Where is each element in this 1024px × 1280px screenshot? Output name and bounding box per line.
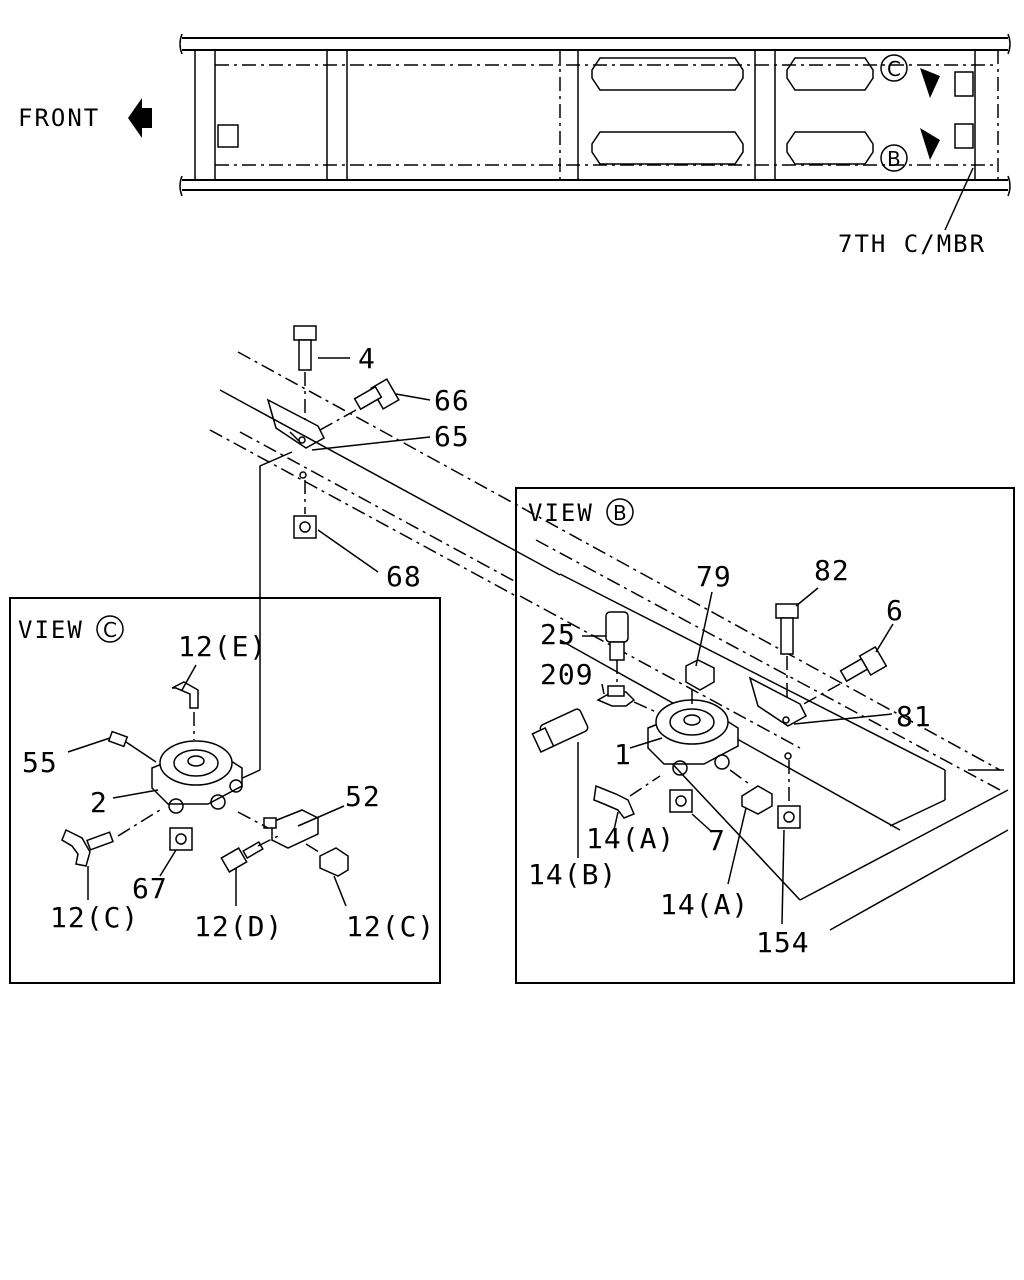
marker-b-letter: B — [887, 147, 901, 171]
marker-b-circle — [880, 144, 908, 172]
bolt-6 — [799, 645, 888, 707]
tee-209 — [596, 685, 657, 713]
bracket-top — [266, 398, 325, 479]
callout-154: 154 — [756, 926, 810, 959]
callout-25: 25 — [540, 618, 576, 651]
callout-209: 209 — [540, 658, 594, 691]
callout-65: 65 — [434, 420, 470, 453]
view-b-marker-letter: B — [613, 501, 627, 525]
callout-82: 82 — [814, 554, 850, 587]
callout-67: 67 — [132, 872, 168, 905]
callout-66: 66 — [434, 384, 470, 417]
callout-52: 52 — [345, 780, 381, 813]
tee-52 — [263, 809, 319, 849]
bolt-66 — [319, 378, 400, 431]
elbow-79 — [685, 659, 715, 708]
frame-rail-isometric — [209, 351, 1001, 771]
callout-2: 2 — [90, 786, 108, 819]
nut-7 — [669, 789, 693, 813]
nut-154 — [777, 760, 801, 829]
callout-55: 55 — [22, 746, 58, 779]
frame-top-view — [179, 33, 1011, 231]
nut-68 — [293, 480, 317, 539]
elbow-12c-right — [305, 843, 349, 877]
callout-12d: 12(D) — [194, 910, 283, 943]
fitting-14b — [531, 708, 589, 754]
callout-7: 7 — [708, 824, 726, 857]
callout-79: 79 — [696, 560, 732, 593]
elbow-12e — [171, 681, 199, 740]
view-c-panel — [9, 597, 441, 984]
callout-14b: 14(B) — [528, 858, 617, 891]
callout-12c-right: 12(C) — [346, 910, 435, 943]
elbow-12c-left — [61, 828, 114, 867]
front-direction-arrow — [128, 98, 152, 138]
callout-12c-left: 12(C) — [50, 901, 139, 934]
marker-c-circle — [880, 54, 908, 82]
fitting-12d — [220, 841, 264, 873]
bracket-81 — [748, 676, 807, 760]
view-b-panel — [515, 487, 1015, 984]
fitting-55 — [107, 730, 157, 763]
callout-1: 1 — [614, 738, 632, 771]
view-c-marker-circle — [96, 615, 124, 643]
callout-12e: 12(E) — [178, 630, 267, 663]
marker-c-letter: C — [887, 57, 901, 81]
view-c-marker-letter: C — [103, 618, 117, 642]
callout-14a-2: 14(A) — [660, 888, 749, 921]
front-label: FRONT — [18, 104, 100, 132]
nut-67 — [169, 827, 193, 851]
elbow-14a-left — [593, 775, 661, 819]
callout-68: 68 — [386, 560, 422, 593]
callout-14a-1: 14(A) — [586, 822, 675, 855]
view-b-marker-circle — [606, 498, 634, 526]
view-c-title: VIEW — [18, 616, 84, 644]
callout-6: 6 — [886, 594, 904, 627]
sensor-25 — [605, 611, 629, 688]
leader-to-view-c — [259, 451, 293, 600]
bolt-4 — [293, 325, 317, 420]
view-b-title: VIEW — [528, 499, 594, 527]
callout-81: 81 — [896, 700, 932, 733]
bolt-82 — [775, 603, 799, 700]
valve-1 — [647, 699, 739, 776]
elbow-14a-right — [729, 769, 773, 815]
callout-4: 4 — [358, 342, 376, 375]
valve-2 — [151, 740, 243, 814]
member-label: 7TH C/MBR — [838, 230, 986, 258]
